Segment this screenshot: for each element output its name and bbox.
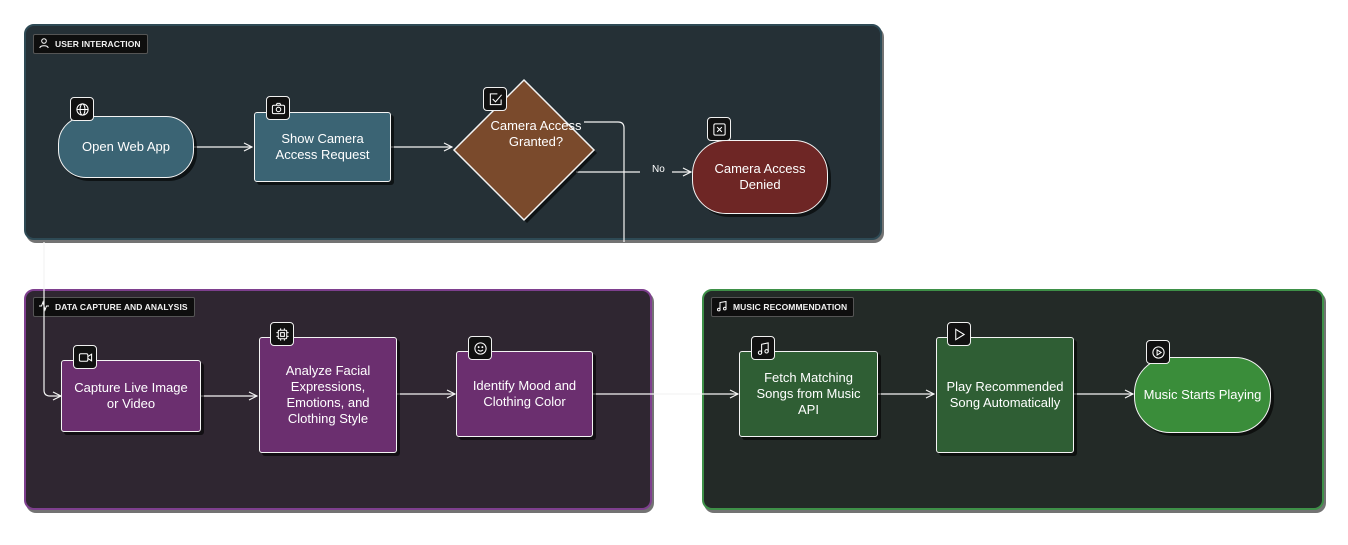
node-play-recommended[interactable]: Play Recommended Song Automatically	[936, 337, 1074, 453]
lane-label-data: DATA CAPTURE AND ANALYSIS	[33, 297, 195, 317]
node-capture-live[interactable]: Capture Live Image or Video	[61, 360, 201, 432]
node-camera-denied[interactable]: Camera Access Denied	[692, 140, 828, 214]
camera-icon	[266, 96, 290, 120]
music-note-icon	[751, 336, 775, 360]
node-fetch-songs[interactable]: Fetch Matching Songs from Music API	[739, 351, 878, 437]
lane-label-music: MUSIC RECOMMENDATION	[711, 297, 855, 317]
check-square-icon	[483, 87, 507, 111]
activity-icon	[38, 300, 50, 314]
decision-camera-granted[interactable]: Camera Access Granted?	[490, 118, 582, 149]
node-identify-mood[interactable]: Identify Mood and Clothing Color	[456, 351, 593, 437]
globe-icon	[70, 97, 94, 121]
edge-label-no: No	[652, 164, 665, 175]
smile-icon	[468, 336, 492, 360]
video-icon	[73, 345, 97, 369]
play-icon	[947, 322, 971, 346]
lane-label-user: USER INTERACTION	[33, 34, 148, 54]
node-analyze-facial[interactable]: Analyze Facial Expressions, Emotions, an…	[259, 337, 397, 453]
cpu-icon	[270, 322, 294, 346]
node-open-web-app[interactable]: Open Web App	[58, 116, 194, 178]
music-icon	[716, 300, 728, 314]
x-square-icon	[707, 117, 731, 141]
node-music-starts[interactable]: Music Starts Playing	[1134, 357, 1271, 433]
user-icon	[38, 37, 50, 51]
play-circle-icon	[1146, 340, 1170, 364]
node-show-camera-request[interactable]: Show Camera Access Request	[254, 112, 391, 182]
